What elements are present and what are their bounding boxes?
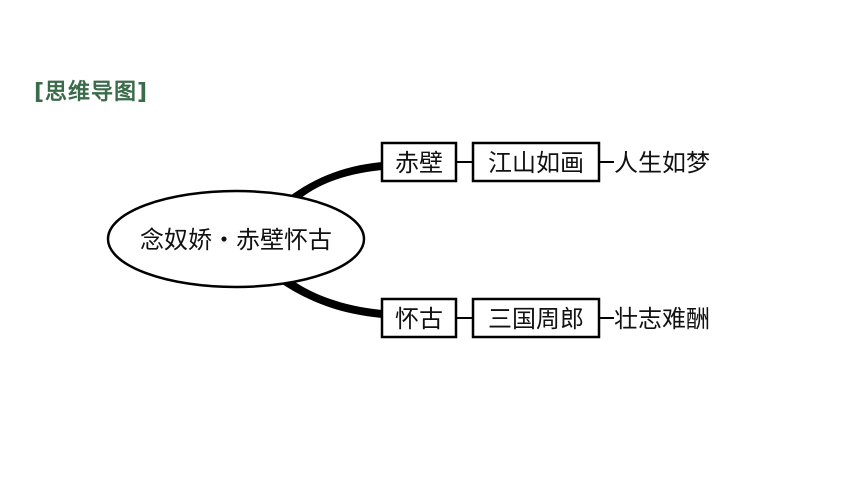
section-heading: [思维导图] bbox=[34, 80, 149, 105]
center-node bbox=[106, 189, 366, 289]
branch-2-theme: 三国周郎 bbox=[488, 305, 584, 333]
branch-2-theme-box bbox=[471, 297, 601, 339]
branch-2-result: 壮志难酬 bbox=[614, 305, 710, 333]
connector-top bbox=[282, 162, 382, 206]
branch-2-topic: 怀古 bbox=[395, 305, 443, 333]
connector-bottom bbox=[282, 280, 382, 318]
branch-1-topic: 赤壁 bbox=[395, 149, 443, 177]
branch-1-theme-box bbox=[471, 141, 601, 183]
branch-1-theme: 江山如画 bbox=[488, 149, 584, 177]
center-node-label: 念奴娇・赤壁怀古 bbox=[140, 226, 332, 254]
branch-1-result: 人生如梦 bbox=[614, 149, 710, 177]
